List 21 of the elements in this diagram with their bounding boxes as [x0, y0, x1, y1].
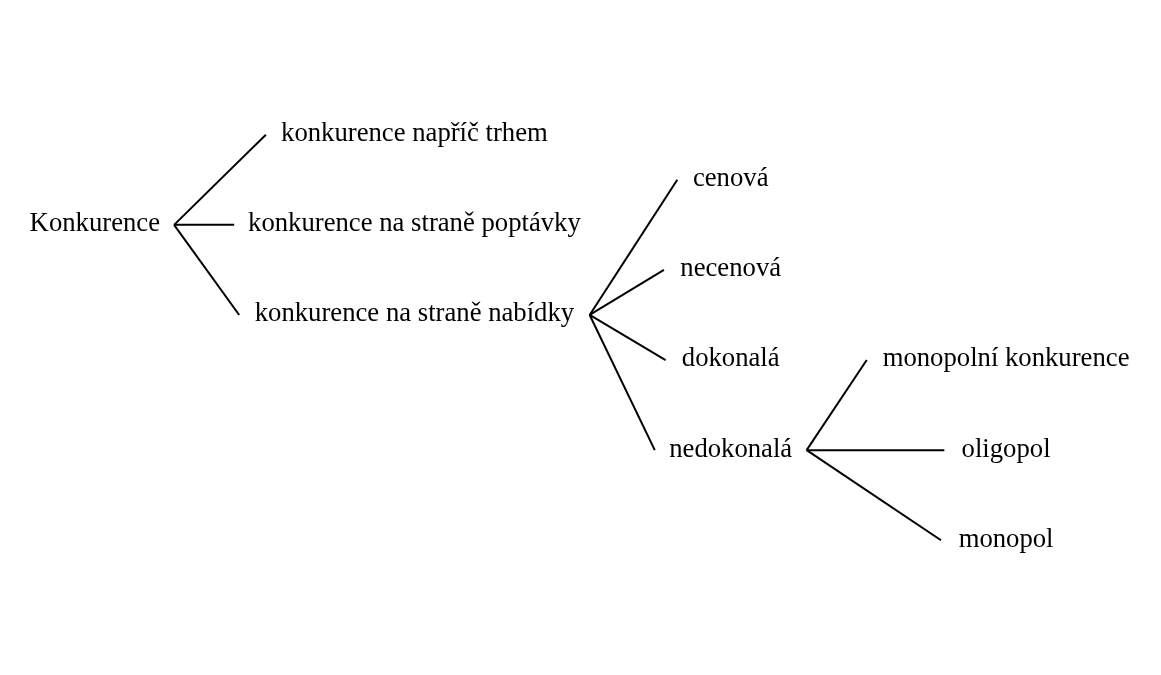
node-text: konkurence napříč trhem: [281, 117, 548, 148]
connector: [173, 223, 241, 316]
node-text: monopolní konkurence: [882, 342, 1130, 373]
node-text: Konkurence: [29, 207, 161, 238]
node-text: nedokonalá: [669, 432, 793, 463]
connector: [805, 449, 942, 542]
node-text: dokonalá: [681, 342, 780, 373]
connector: [588, 178, 679, 316]
connector: [173, 223, 236, 226]
connector: [173, 133, 267, 226]
connector: [588, 268, 665, 316]
connector: [588, 313, 667, 362]
node-text: cenová: [692, 162, 769, 193]
node-text: konkurence na straně poptávky: [248, 207, 581, 238]
node-text: konkurence na straně nabídky: [254, 297, 575, 328]
connector: [805, 359, 868, 452]
connector: [588, 313, 656, 452]
node-text: oligopol: [961, 432, 1051, 463]
node-text: necenová: [680, 252, 782, 283]
node-text: monopol: [958, 522, 1054, 553]
connector: [805, 449, 946, 452]
